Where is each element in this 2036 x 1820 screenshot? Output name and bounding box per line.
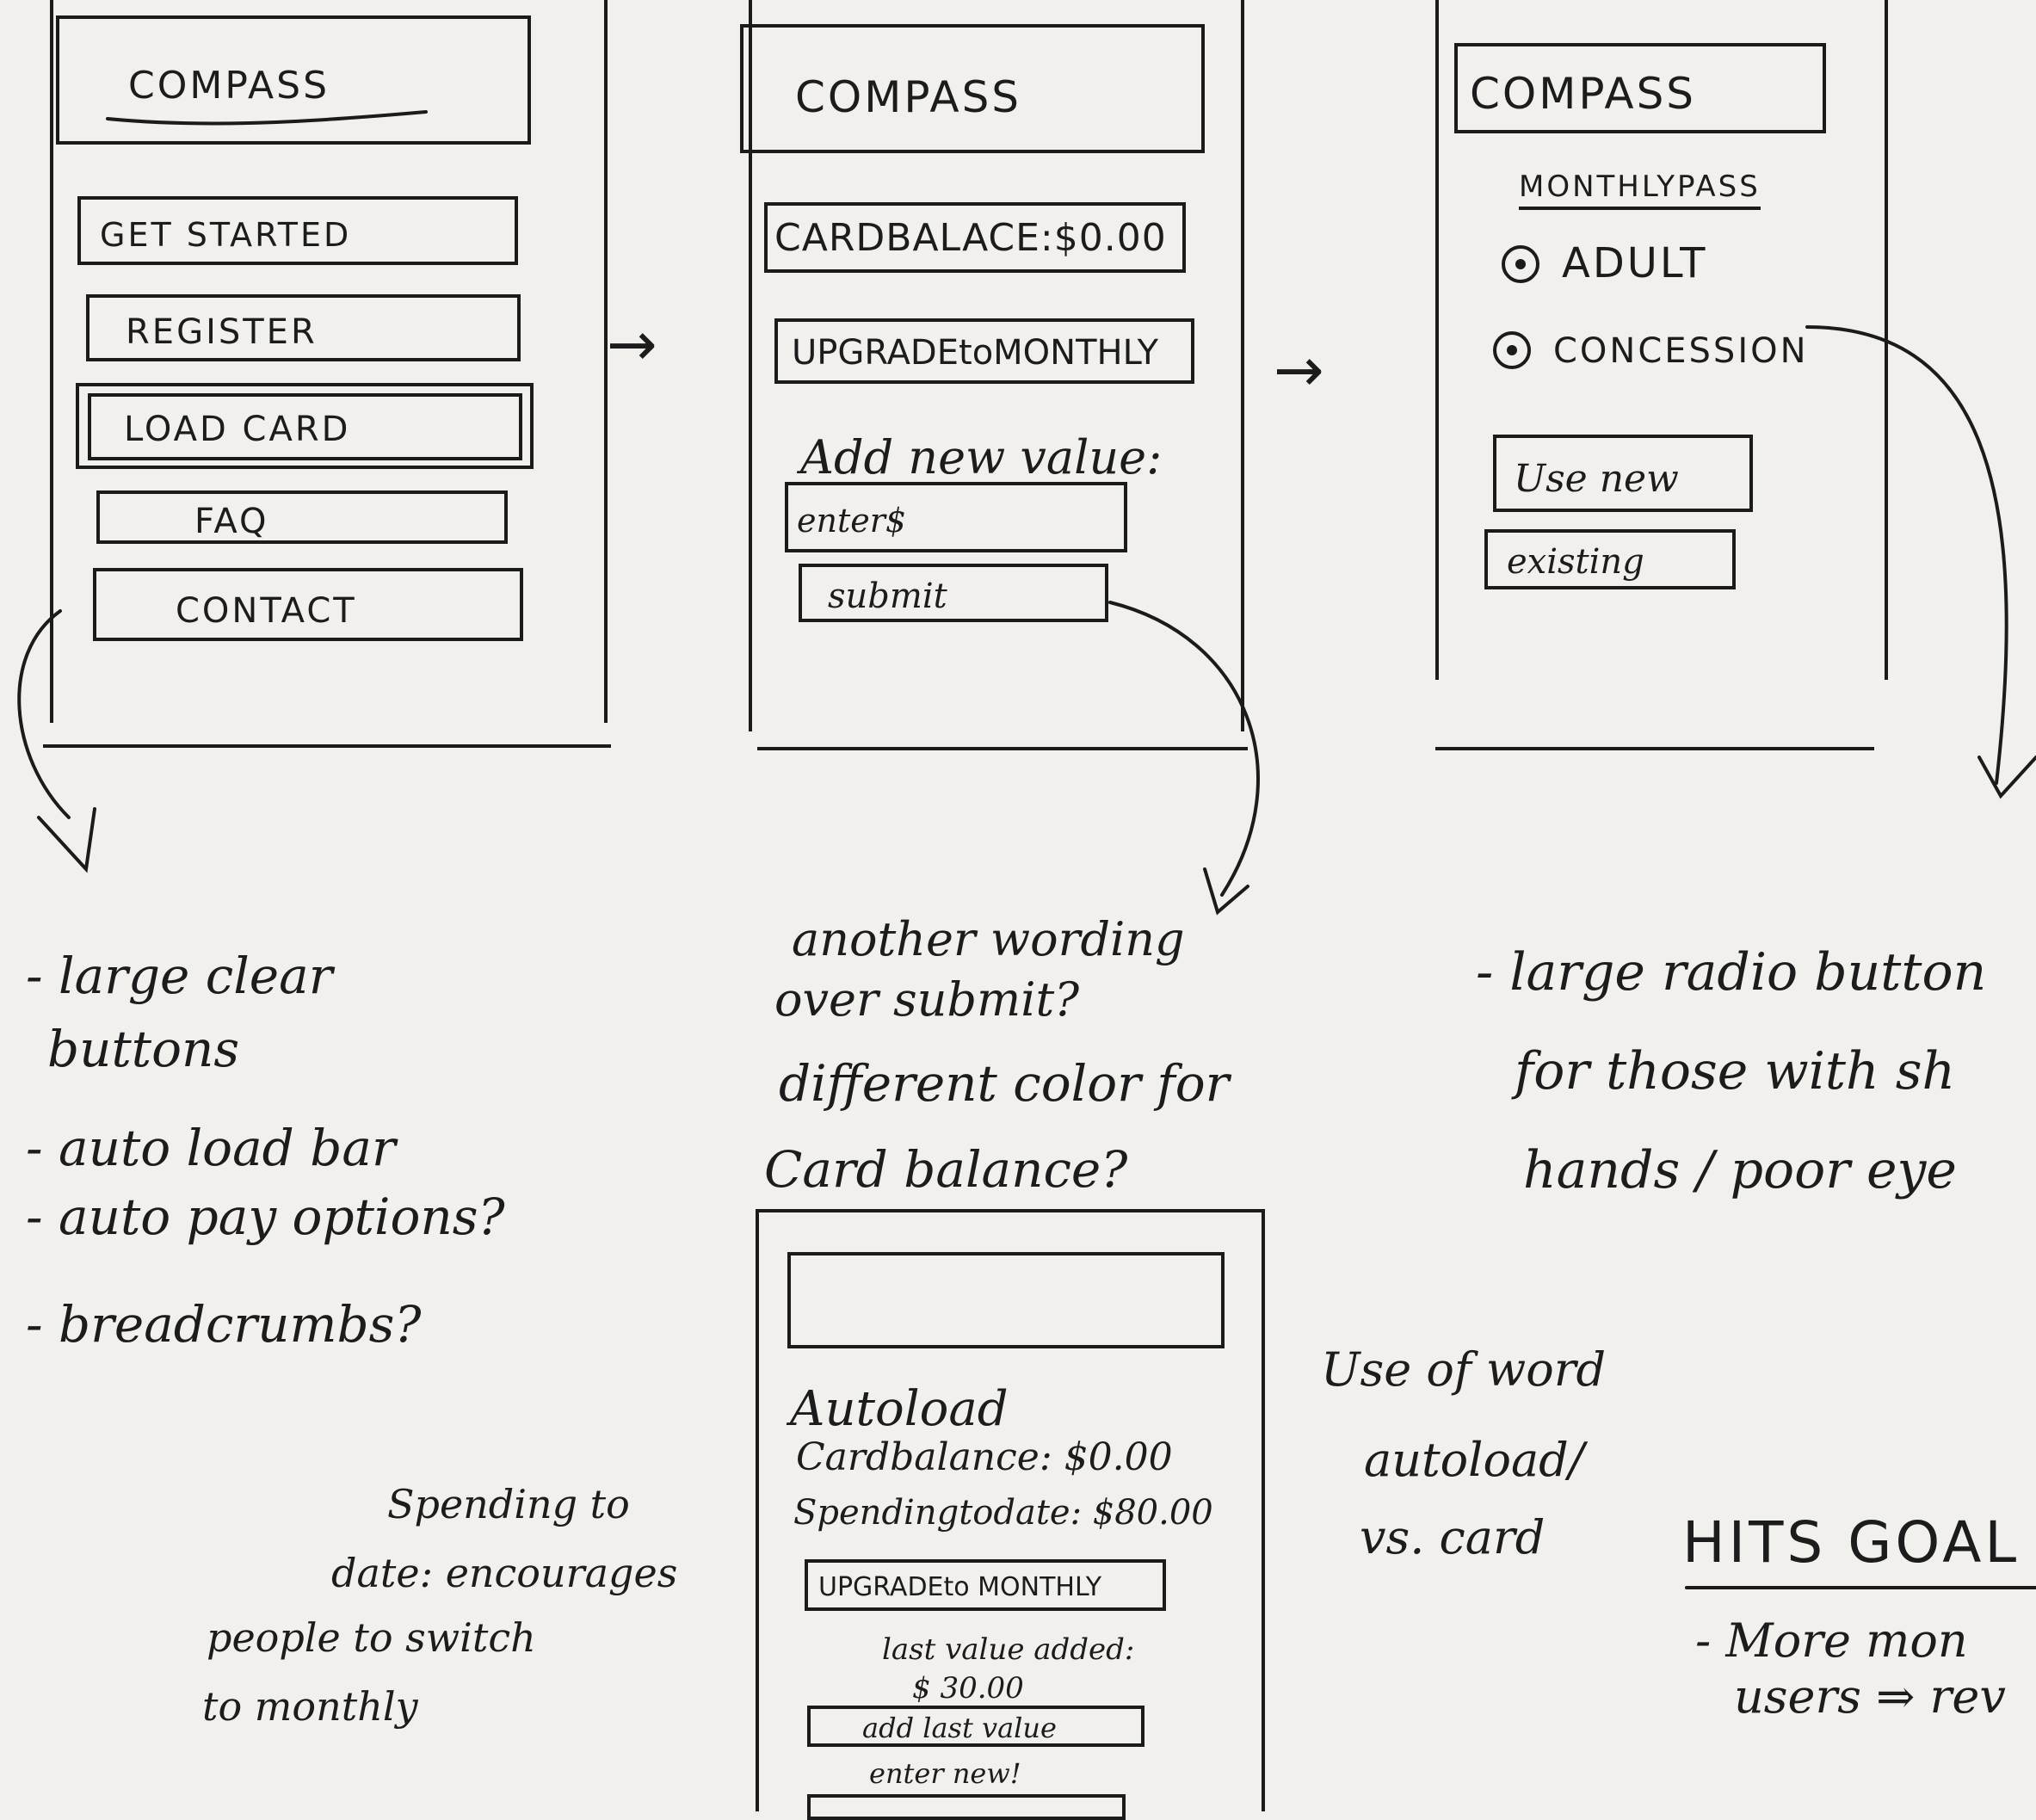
screen1-frame [50, 0, 608, 723]
note-date-encourages: date: encourages [331, 1550, 678, 1596]
screen4-top-line [756, 1209, 1265, 1212]
screen4-upgrade-button[interactable]: UPGRADEto MONTHLY [805, 1559, 1166, 1611]
screen2-header: COMPASS [740, 24, 1205, 153]
note-auto-load: - auto load bar [26, 1119, 396, 1177]
value-input-placeholder: enter$ [797, 502, 907, 540]
screen1-title: COMPASS [128, 64, 330, 108]
get-started-label: GET STARTED [100, 216, 352, 254]
submit-button[interactable]: submit [799, 564, 1108, 622]
note-another-wording: another wording [792, 912, 1185, 966]
adult-label: ADULT [1562, 239, 1708, 287]
upgrade-monthly-label: UPGRADEtoMONTHLY [792, 333, 1158, 373]
contact-label: CONTACT [176, 591, 357, 631]
note-to-monthly: to monthly [202, 1683, 418, 1730]
hits-goal-heading: HITS GOAL [1682, 1509, 2021, 1576]
last-value-amount: $ 30.00 [912, 1671, 1024, 1706]
note-more-monthly: - More mon [1695, 1613, 1968, 1668]
screen4-frame [756, 1209, 1265, 1811]
note-vs-card: vs. card [1360, 1510, 1546, 1564]
monthly-pass-label: MONTHLYPASS [1519, 172, 1761, 210]
contact-button[interactable]: CONTACT [93, 568, 523, 641]
note-breadcrumbs: - breadcrumbs? [26, 1295, 422, 1354]
screen3-frame [1435, 0, 1888, 680]
get-started-button[interactable]: GET STARTED [77, 196, 518, 265]
register-label: REGISTER [126, 312, 318, 352]
screen4-header [787, 1252, 1225, 1348]
screen4-card-balance: Cardbalance: $0.00 [796, 1435, 1173, 1479]
use-new-label: Use new [1514, 457, 1679, 501]
screen3-bottom-line [1435, 747, 1874, 750]
existing-label: existing [1507, 542, 1644, 582]
note-people-switch: people to switch [207, 1614, 536, 1661]
use-new-button[interactable]: Use new [1493, 435, 1753, 512]
upgrade-monthly-button[interactable]: UPGRADEtoMONTHLY [774, 318, 1194, 384]
arrow-1-2: → [607, 309, 657, 379]
card-balance-display: CARDBALACE:$0.00 [764, 202, 1186, 273]
load-card-inner-border [88, 393, 522, 460]
existing-button[interactable]: existing [1484, 529, 1736, 589]
enter-new-input[interactable] [807, 1794, 1126, 1820]
screen1-bottom-line [43, 744, 611, 748]
note-hands: hands / poor eye [1523, 1140, 1957, 1200]
card-balance-label: CARDBALACE:$0.00 [774, 216, 1167, 260]
screen3-header: COMPASS [1454, 43, 1826, 133]
note-use-of-word: Use of word [1321, 1342, 1607, 1397]
note-different-color: different color for [779, 1054, 1230, 1113]
note-spending-to: Spending to [387, 1481, 630, 1527]
screen2-title: COMPASS [795, 72, 1022, 122]
autoload-heading: Autoload [790, 1381, 1009, 1437]
screen3-title: COMPASS [1470, 69, 1697, 119]
note-autoload: autoload/ [1364, 1433, 1584, 1487]
register-button[interactable]: REGISTER [86, 294, 521, 361]
concession-radio[interactable] [1493, 331, 1531, 369]
note-large-radio: - large radio button [1476, 942, 1987, 1003]
load-card-button[interactable]: LOAD CARD [76, 383, 534, 469]
faq-button[interactable]: FAQ [96, 490, 508, 544]
note-auto-pay: - auto pay options? [26, 1188, 505, 1246]
screen4-upgrade-label: UPGRADEto MONTHLY [818, 1572, 1102, 1602]
submit-label: submit [828, 577, 947, 616]
faq-label: FAQ [194, 502, 269, 541]
screen2-bottom-line [757, 747, 1248, 750]
note-users-revenue: users ⇒ rev [1734, 1669, 2006, 1724]
add-last-value-label: add last value [862, 1712, 1057, 1744]
add-value-label: Add new value: [800, 430, 1163, 484]
note-card-balance: Card balance? [764, 1140, 1128, 1199]
arrow-2-3: → [1274, 335, 1324, 405]
add-last-value-button[interactable]: add last value [807, 1706, 1144, 1747]
note-large-clear: - large clear [26, 947, 333, 1005]
load-card-label: LOAD CARD [124, 410, 351, 449]
last-value-label: last value added: [882, 1632, 1135, 1667]
adult-radio[interactable] [1502, 245, 1539, 283]
screen2-frame [749, 0, 1244, 731]
note-buttons: buttons [47, 1020, 240, 1078]
value-input[interactable]: enter$ [785, 482, 1127, 552]
note-for-those: for those with sh [1515, 1041, 1956, 1101]
concession-label: CONCESSION [1553, 331, 1809, 371]
spending-to-date: Spendingtodate: $80.00 [793, 1493, 1213, 1533]
note-over-submit: over submit? [774, 972, 1080, 1027]
enter-new-label: enter new! [869, 1757, 1021, 1790]
screen1-header: COMPASS [56, 15, 531, 145]
